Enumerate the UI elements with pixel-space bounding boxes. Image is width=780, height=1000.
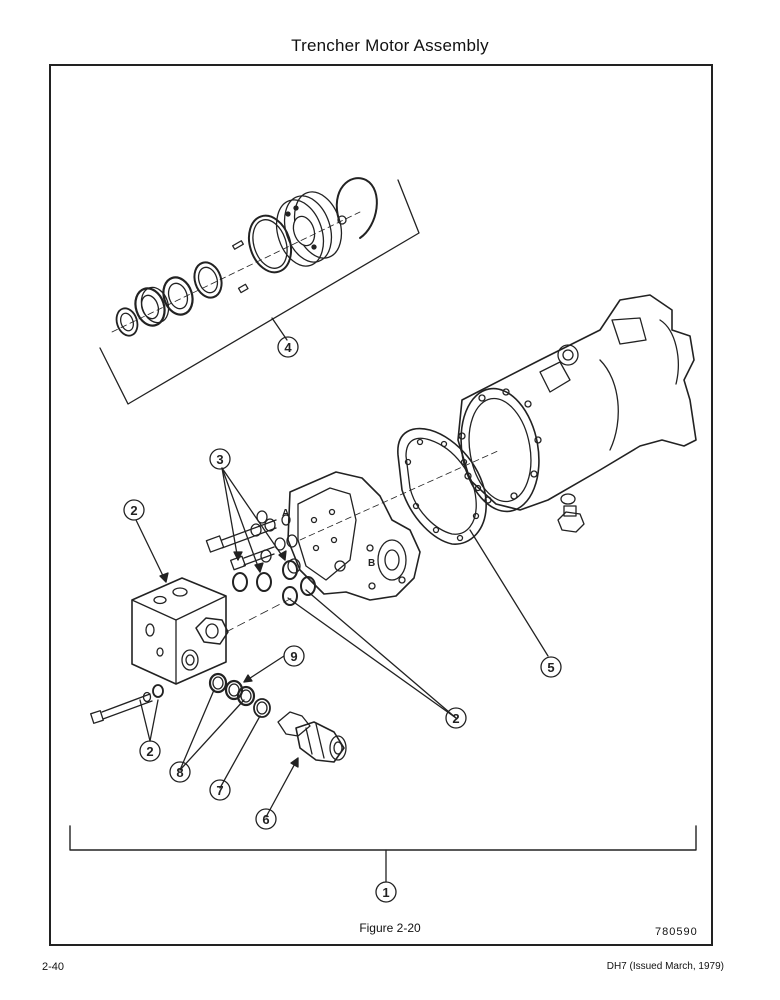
motor-end-cap: [287, 471, 421, 601]
port-label-b: B: [368, 558, 375, 569]
callout-2-bolt: 2: [139, 740, 161, 762]
callout-2-block-label: 2: [130, 503, 137, 518]
callout-8: 8: [169, 761, 191, 783]
page-number: 2-40: [42, 961, 65, 973]
relief-valve-block: [131, 577, 229, 685]
page-title: Trencher Motor Assembly: [291, 36, 489, 55]
callout-leaders: [135, 519, 457, 818]
callout-5-label: 5: [547, 660, 554, 675]
figure-caption: Figure 2-20: [359, 921, 421, 935]
callout-4: 4: [277, 336, 299, 358]
callout-8-label: 8: [176, 765, 183, 780]
callout-6-label: 6: [262, 812, 269, 827]
figure-frame: [49, 64, 713, 946]
mounting-bolts: [205, 467, 316, 606]
piston: [275, 191, 343, 267]
drawing-number: 780590: [655, 926, 698, 938]
seal-kit-group: [99, 177, 420, 405]
seal-rings: [208, 672, 271, 718]
callout-5: 5: [540, 656, 562, 678]
motor-housing: [457, 294, 697, 533]
callout-3-label: 3: [216, 452, 223, 467]
callout-7: 7: [209, 779, 231, 801]
callout-4-label: 4: [284, 340, 292, 355]
callout-1-label: 1: [382, 885, 389, 900]
relief-cartridge: [277, 711, 347, 763]
port-label-a: A: [282, 508, 289, 519]
callout-2-block: 2: [123, 499, 145, 521]
callout-6: 6: [255, 808, 277, 830]
long-bolt: [90, 684, 164, 724]
callout-9: 9: [283, 645, 305, 667]
gasket: [397, 427, 549, 657]
callout-2-bolt-label: 2: [146, 744, 153, 759]
callout-1: 1: [375, 881, 397, 903]
document-reference: DH7 (Issued March, 1979): [606, 961, 724, 972]
callout-3: 3: [209, 448, 231, 470]
callout-2-orings-label: 2: [452, 711, 459, 726]
callout-2-orings: 2: [445, 707, 467, 729]
callout-9-label: 9: [290, 649, 297, 664]
callout-7-label: 7: [216, 783, 223, 798]
